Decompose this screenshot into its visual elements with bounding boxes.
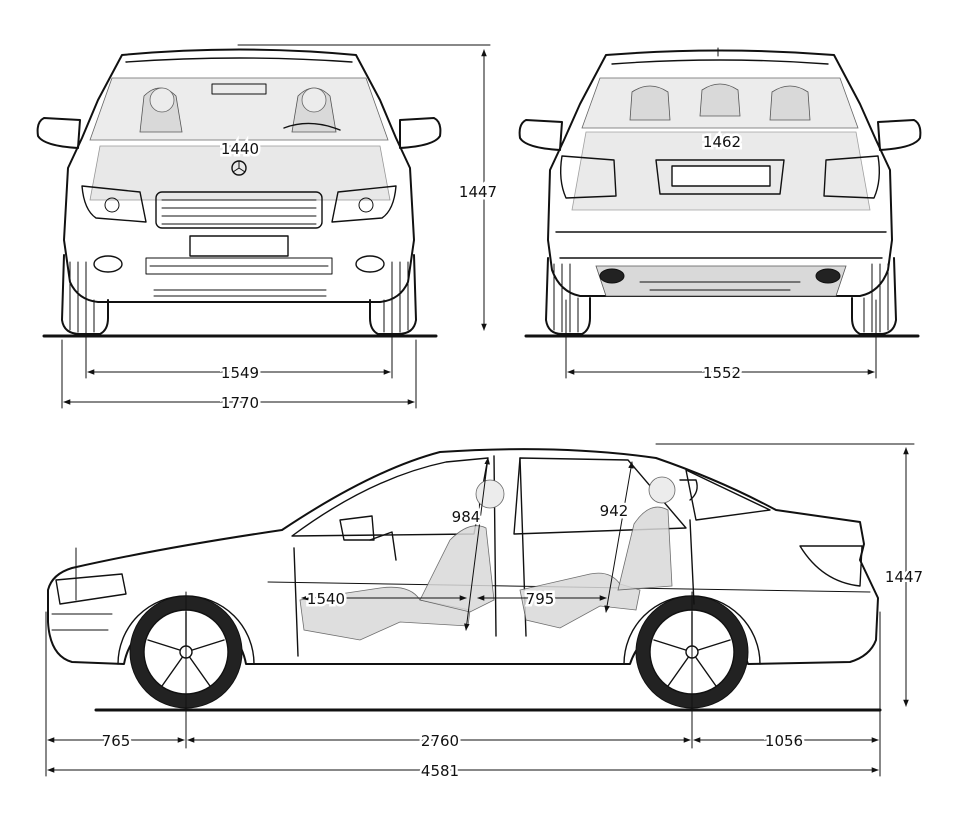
front-under-spoiler bbox=[153, 289, 327, 297]
side-view: 984 942 1540 795 1447 765 2760 1056 4581 bbox=[45, 443, 926, 783]
front-left-headlight bbox=[81, 185, 147, 223]
front-right-headlight bbox=[331, 185, 397, 223]
steering-column bbox=[369, 531, 397, 561]
side-headlight bbox=[55, 573, 127, 605]
front-roof-line bbox=[125, 57, 353, 63]
rear-right-tire-tread bbox=[863, 263, 889, 333]
front-hood bbox=[89, 145, 391, 201]
rear-view: 1462 1552 bbox=[518, 47, 922, 385]
driver-head bbox=[149, 87, 175, 113]
front-license-plate bbox=[189, 235, 289, 257]
rear-headrest bbox=[679, 479, 698, 501]
door-edges bbox=[293, 455, 695, 657]
front-headroom-dim-line bbox=[464, 457, 490, 631]
side-mirror bbox=[339, 515, 375, 541]
front-right-tire-tread bbox=[383, 261, 409, 333]
front-windshield bbox=[89, 77, 389, 141]
wheelbase-label: 2760 bbox=[421, 732, 459, 750]
front-height-label: 1447 bbox=[459, 183, 497, 201]
front-track-label: 1549 bbox=[221, 364, 259, 382]
rear-roof-line bbox=[611, 59, 829, 65]
overall-length-label: 4581 bbox=[421, 762, 459, 780]
steering-wheel bbox=[283, 122, 341, 131]
rear-side-window bbox=[513, 457, 687, 535]
side-taillight bbox=[799, 545, 863, 587]
right-exhaust-tip bbox=[815, 268, 841, 284]
driver-torso bbox=[419, 525, 495, 613]
rear-license-plate bbox=[671, 165, 771, 187]
front-bumper-detail bbox=[51, 613, 113, 631]
passenger-head bbox=[301, 87, 327, 113]
rear-view-mirror bbox=[211, 83, 267, 95]
front-grille bbox=[155, 191, 323, 229]
exhaust-detail bbox=[639, 281, 801, 291]
rear-left-taillight bbox=[559, 155, 617, 199]
star-emblem-spokes bbox=[232, 160, 246, 173]
rear-diffuser bbox=[595, 265, 847, 297]
front-lower-intake bbox=[145, 257, 333, 275]
front-side-window bbox=[291, 457, 489, 537]
driver-side-head bbox=[475, 479, 505, 509]
front-left-headlight-lens bbox=[104, 197, 120, 213]
front-view: 1447 1440 1549 1770 bbox=[36, 44, 500, 415]
rear-right-mirror bbox=[877, 119, 922, 151]
rear-overhang-label: 1056 bbox=[765, 732, 803, 750]
rear-headroom-label: 942 bbox=[600, 502, 629, 520]
front-interior-width-label: 1440 bbox=[221, 140, 259, 158]
front-overhang-label: 765 bbox=[102, 732, 131, 750]
rear-center-headrest bbox=[699, 83, 741, 117]
front-right-headlight-lens bbox=[358, 197, 374, 213]
front-legroom-label: 1540 bbox=[307, 590, 345, 608]
side-height-label: 1447 bbox=[885, 568, 923, 586]
rear-legroom-label: 795 bbox=[526, 590, 555, 608]
front-right-fog-light bbox=[355, 255, 385, 273]
rear-quarter-window bbox=[685, 469, 771, 521]
grille-slats bbox=[161, 199, 317, 225]
front-headroom-label: 984 bbox=[452, 508, 481, 526]
rear-right-taillight bbox=[823, 155, 881, 199]
rear-interior-width-label: 1462 bbox=[703, 133, 741, 151]
rear-body-outline bbox=[547, 49, 893, 297]
front-body-outline bbox=[63, 48, 415, 303]
front-left-tire bbox=[61, 254, 109, 335]
front-width-label: 1770 bbox=[221, 394, 259, 412]
rear-left-tire-tread bbox=[553, 263, 579, 333]
rear-passenger-head bbox=[648, 476, 676, 504]
front-left-fog-light bbox=[93, 255, 123, 273]
left-exhaust-tip bbox=[599, 268, 625, 284]
rear-track-label: 1552 bbox=[703, 364, 741, 382]
front-left-tire-tread bbox=[69, 261, 95, 333]
front-right-mirror bbox=[399, 117, 442, 149]
rear-left-headrest bbox=[629, 85, 671, 121]
front-right-tire bbox=[369, 254, 417, 335]
rear-right-headrest bbox=[769, 85, 811, 121]
plate-recess bbox=[655, 159, 785, 195]
rear-headroom-dim-line bbox=[604, 461, 634, 613]
rear-right-tire bbox=[851, 257, 897, 335]
rear-bumper-lines bbox=[555, 231, 887, 259]
rear-left-tire bbox=[545, 257, 591, 335]
rear-left-mirror bbox=[518, 119, 563, 151]
front-left-mirror bbox=[36, 117, 81, 149]
